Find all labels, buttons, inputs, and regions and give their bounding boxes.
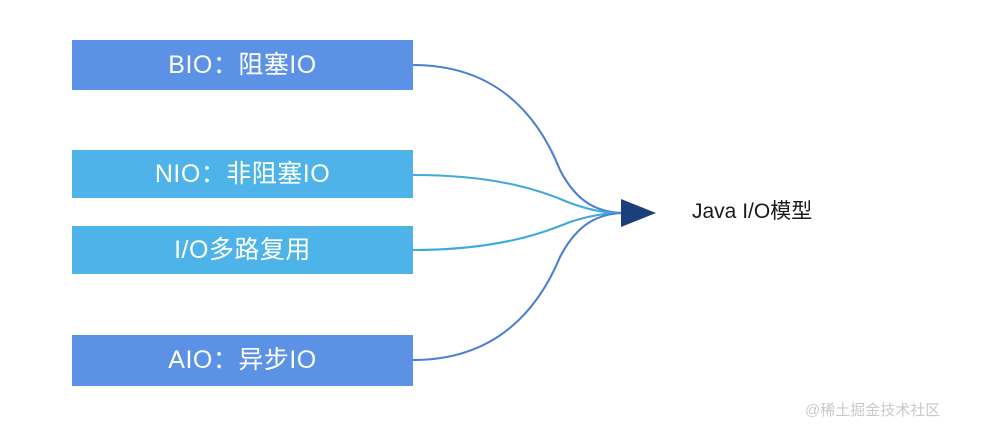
edge-nio-to-target bbox=[411, 173, 624, 215]
node-label-bio: BIO：阻塞IO bbox=[168, 50, 317, 79]
watermark-text: @稀土掘金技术社区 bbox=[805, 402, 941, 419]
node-label-io-multiplexing: I/O多路复用 bbox=[174, 235, 311, 264]
edge-bio-to-target bbox=[411, 63, 624, 215]
node-box-io-multiplexing[interactable]: I/O多路复用 bbox=[72, 226, 413, 274]
node-box-aio[interactable]: AIO：异步IO bbox=[72, 335, 413, 386]
arrowhead-icon bbox=[621, 199, 656, 227]
node-box-bio[interactable]: BIO：阻塞IO bbox=[72, 40, 413, 90]
node-label-nio: NIO：非阻塞IO bbox=[154, 159, 331, 188]
edge-mux-to-target bbox=[411, 211, 624, 252]
target-node-label: Java I/O模型 bbox=[692, 200, 813, 223]
edge-aio-to-target bbox=[411, 211, 624, 362]
node-box-nio[interactable]: NIO：非阻塞IO bbox=[72, 150, 413, 198]
node-label-aio: AIO：异步IO bbox=[168, 346, 317, 374]
